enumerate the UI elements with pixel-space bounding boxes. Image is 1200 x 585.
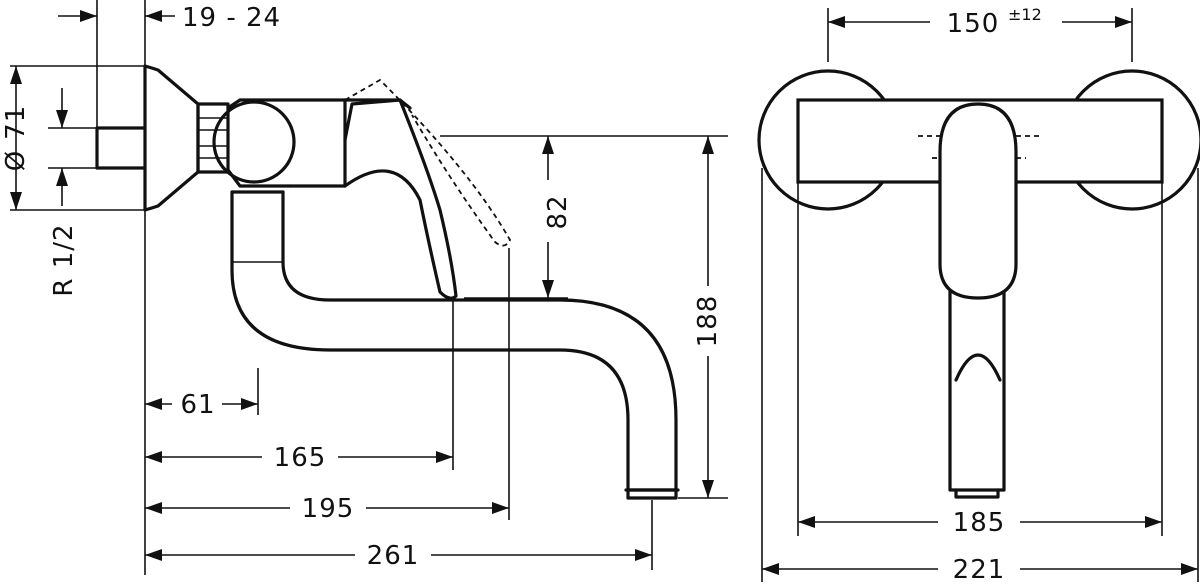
dim-165-label: 165	[274, 443, 327, 473]
dim-diameter-label: 71	[1, 105, 31, 140]
dim-61: 61	[145, 390, 258, 420]
body-lower	[226, 168, 292, 188]
dim-61-label: 61	[180, 390, 215, 420]
spout-front	[948, 258, 1006, 492]
dim-center-distance: 150 ±12	[828, 5, 1132, 39]
dim-total-height: 188	[693, 136, 723, 498]
aerator-front	[954, 488, 1000, 499]
dim-261-label: 261	[367, 541, 420, 571]
side-view	[10, 0, 728, 575]
dim-195: 195	[145, 494, 509, 524]
connector-body	[212, 100, 296, 184]
dim-total-height-label: 188	[693, 295, 723, 348]
dim-overall-width-label: 221	[953, 555, 1006, 585]
dim-165: 165	[145, 443, 453, 473]
dim-body-width: 185	[798, 508, 1162, 538]
dim-wall-gap: 19 - 24	[58, 3, 281, 33]
dim-195-label: 195	[302, 494, 355, 524]
dim-thread-label: R 1/2	[49, 223, 79, 296]
dim-wall-gap-label: 19 - 24	[182, 3, 281, 33]
hex-nut	[196, 102, 230, 174]
dim-escutcheon-diameter: Ø 71	[1, 66, 31, 210]
front-view	[757, 8, 1200, 582]
lever-front	[938, 102, 1018, 300]
dim-lever-height: 82	[542, 136, 573, 298]
diameter-symbol: Ø	[1, 150, 31, 171]
dim-center-tolerance: ±12	[1008, 5, 1042, 24]
dim-body-width-label: 185	[953, 508, 1006, 538]
dim-lever-height-label: 82	[543, 194, 573, 229]
svg-text:Ø71: Ø 71	[1, 105, 31, 172]
lever-open-outline	[344, 78, 512, 247]
escutcheon	[143, 64, 200, 212]
cartridge-body	[288, 98, 347, 188]
dim-thread: R 1/2	[49, 88, 79, 297]
dim-overall-width: 221	[762, 555, 1198, 585]
inlet-stub	[95, 126, 147, 170]
body-top	[226, 98, 347, 110]
dim-center-distance-label: 150	[947, 9, 1000, 39]
lever-handle	[343, 98, 458, 300]
dim-261: 261	[145, 541, 652, 571]
